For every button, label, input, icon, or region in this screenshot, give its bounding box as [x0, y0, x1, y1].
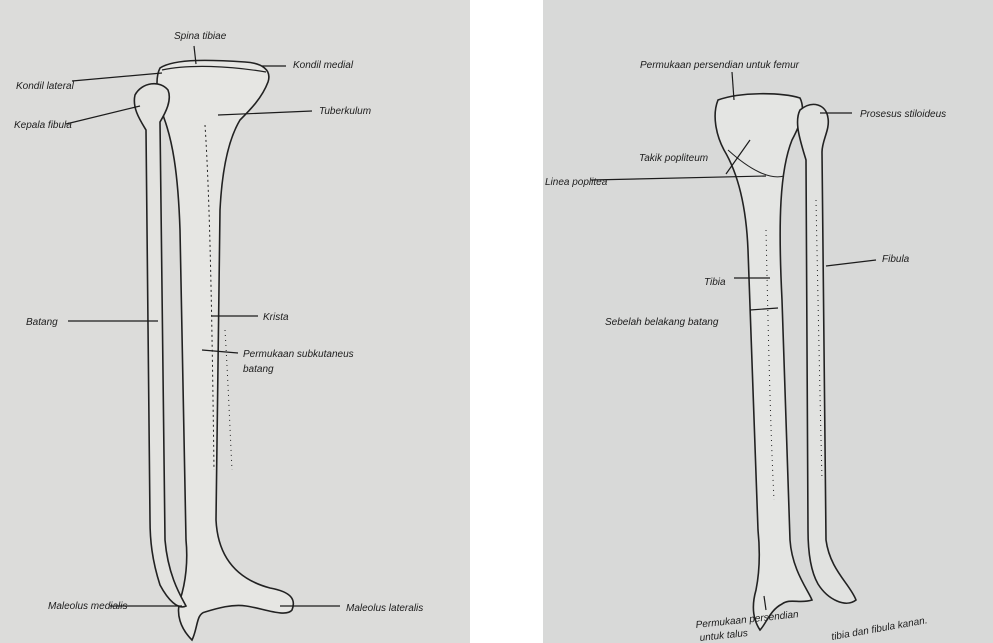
label-spina-tibiae: Spina tibiae: [174, 31, 227, 42]
label-prosesus-stiloideus: Prosesus stiloideus: [860, 109, 946, 120]
label-untuk-talus: untuk talus: [699, 628, 748, 643]
label-sebelah-belakang-batang: Sebelah belakang batang: [605, 317, 719, 328]
label-krista: Krista: [263, 312, 289, 323]
label-permukaan-femur: Permukaan persendian untuk femur: [640, 60, 800, 71]
label-batang: Batang: [26, 317, 58, 328]
label-maleolus-medialis: Maleolus medialis: [48, 601, 127, 612]
caption-fragment: tibia dan fibula kanan.: [831, 615, 929, 643]
label-permukaan-subkutaneus-batang: batang: [243, 364, 274, 375]
label-kondil-medial: Kondil medial: [293, 60, 354, 71]
label-kepala-fibula: Kepala fibula: [14, 120, 72, 131]
label-permukaan-persendian-talus: Permukaan persendian: [695, 609, 799, 631]
shaft-texture: [225, 330, 232, 470]
label-kondil-lateral: Kondil lateral: [16, 81, 75, 92]
right-bone-illustration: [715, 94, 856, 630]
label-maleolus-lateralis: Maleolus lateralis: [346, 603, 423, 614]
label-permukaan-subkutaneus: Permukaan subkutaneus: [243, 349, 354, 360]
label-tibia: Tibia: [704, 277, 726, 288]
label-takik-popliteum: Takik popliteum: [639, 153, 708, 164]
label-fibula: Fibula: [882, 254, 910, 265]
label-linea-poplitea: Linea poplitea: [545, 177, 608, 188]
label-tuberkulum: Tuberkulum: [319, 106, 371, 117]
fibula-back-outline: [798, 104, 856, 603]
